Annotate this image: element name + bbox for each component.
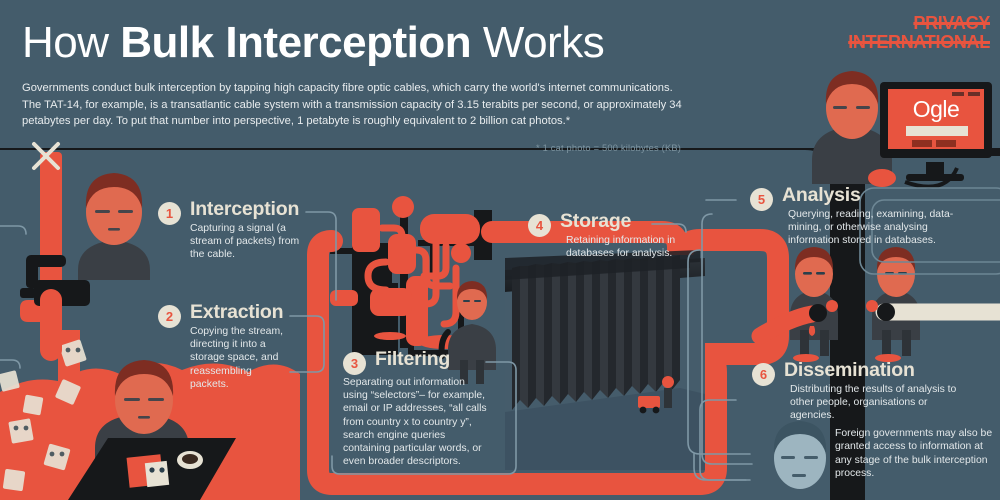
step-badge-4: 4 [528,214,551,237]
privacy-international-logo[interactable]: PRIVACY INTERNATIONAL [848,14,990,52]
server-farm-worker [638,376,674,414]
logo-line-2: INTERNATIONAL [848,32,990,52]
title-part-2: Works [471,18,605,67]
server-farm [505,250,705,470]
step-body-extraction: Copying the stream, directing it into a … [190,326,283,390]
footnote-text: * 1 cat photo = 500 kilobytes (KB) [536,143,682,153]
coffee-cup-icon [177,451,203,469]
step-badge-5: 5 [750,188,773,211]
search-engine-brand: Ogle [912,96,960,122]
step-title-filtering: Filtering [375,348,451,370]
plant-worker-figure [438,281,496,384]
step-title-dissemination: Dissemination [784,359,915,381]
title-emphasis: Bulk Interception [120,18,472,67]
step-badge-1: 1 [158,202,181,225]
step-title-extraction: Extraction [190,301,284,323]
filtering-machinery [330,196,492,356]
operator-figure-1 [78,173,150,280]
step-body-analysis: Querying, reading, examining, data-minin… [788,209,954,247]
analyst-at-desk [68,360,236,500]
tap-point-marker [32,142,60,170]
step-badge-6: 6 [752,363,775,386]
step-badge-3: 3 [343,352,366,375]
title-part-1: How [22,18,121,67]
step-body-dissemination: Distributing the results of analysis to … [790,384,957,422]
data-flow-pipeline [40,221,789,495]
step-body-storage: Retaining information in databases for a… [566,235,676,260]
step-body-filtering: Separating out information using “select… [343,377,487,468]
step-body-interception: Capturing a signal (a stream of packets)… [190,223,300,261]
foreign-government-face-icon [773,421,827,489]
panel-outlines [859,187,1000,275]
foreign-governments-note: Foreign governments may also be granted … [835,428,993,480]
logo-line-1: PRIVACY [913,13,990,33]
analyst-workstation [812,71,992,189]
step-title-analysis: Analysis [782,184,861,206]
step-badge-2: 2 [158,305,181,328]
step-title-interception: Interception [190,198,300,220]
intro-paragraph: Governments conduct bulk interception by… [22,82,682,127]
step-title-storage: Storage [560,210,632,232]
connector-lines [0,199,753,481]
page-title: How Bulk Interception Works [22,18,605,68]
desk-puzzle [126,454,170,488]
